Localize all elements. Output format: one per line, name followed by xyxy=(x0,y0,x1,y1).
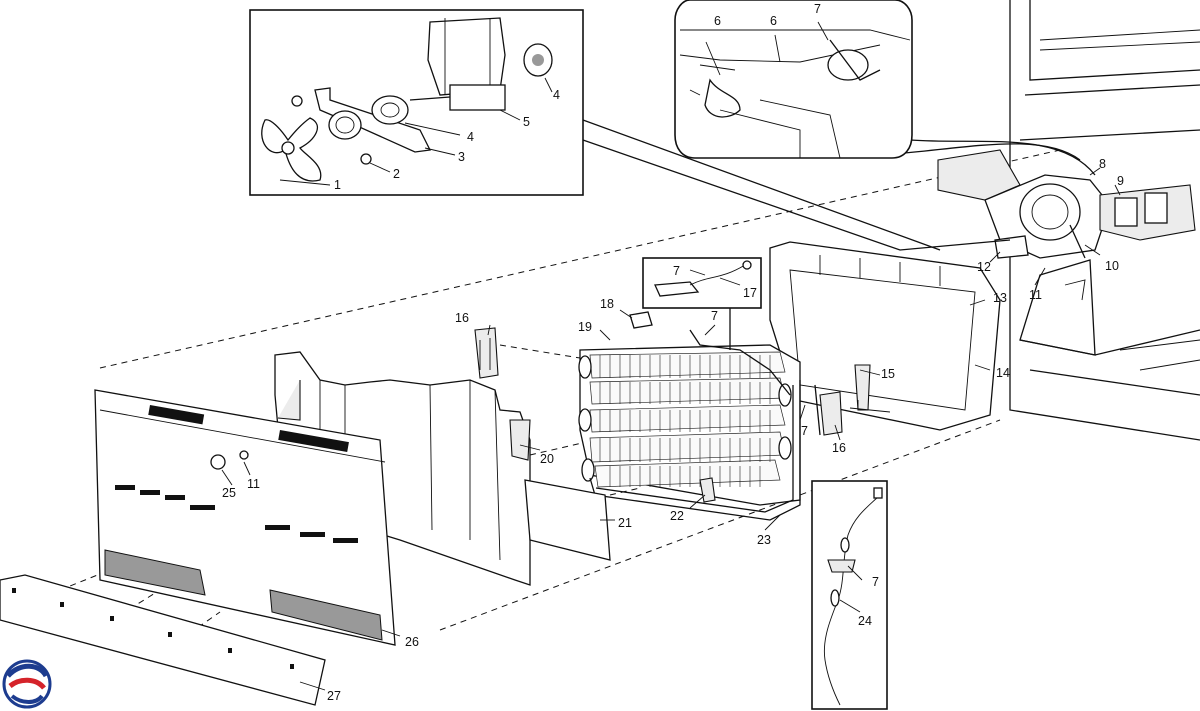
brand-logo xyxy=(2,659,52,709)
label-2: 2 xyxy=(393,167,400,181)
coil-fins xyxy=(589,351,786,488)
part-labels: 1 2 3 4 4 5 6 6 7 8 9 10 11 12 13 14 15 … xyxy=(222,2,1124,703)
label-11-right: 11 xyxy=(1029,288,1042,302)
label-12: 12 xyxy=(977,260,991,274)
label-15: 15 xyxy=(881,367,895,381)
fan-shroud-assembly xyxy=(937,149,1196,356)
label-18: 18 xyxy=(600,297,614,311)
label-11-left: 11 xyxy=(247,477,260,491)
label-27: 27 xyxy=(327,689,341,703)
label-10: 10 xyxy=(1105,259,1119,273)
sensor-inset xyxy=(642,257,762,309)
label-3: 3 xyxy=(458,150,465,164)
label-23: 23 xyxy=(757,533,771,547)
label-8: 8 xyxy=(1099,157,1106,171)
clips-and-brackets xyxy=(474,311,653,379)
defrost-sensor-inset xyxy=(811,480,888,710)
cabinet-liner xyxy=(1009,0,1200,441)
inset-leader-lines xyxy=(582,119,1096,251)
evaporator-cover xyxy=(769,241,1001,431)
label-24: 24 xyxy=(858,614,872,628)
label-leaders xyxy=(221,167,1121,691)
label-14: 14 xyxy=(996,366,1010,380)
kick-plate xyxy=(0,574,326,706)
label-26: 26 xyxy=(405,635,419,649)
vent-slots xyxy=(115,405,358,543)
label-7-inset-top: 7 xyxy=(814,2,821,16)
label-17: 17 xyxy=(743,286,757,300)
wiring-inset xyxy=(674,0,913,159)
fan-motor-inset xyxy=(249,9,584,196)
label-19: 19 xyxy=(578,320,592,334)
label-16-left: 16 xyxy=(455,311,469,325)
front-grille-panel xyxy=(94,389,396,646)
label-7-sensor-box: 7 xyxy=(673,264,680,278)
label-7-coil-right: 7 xyxy=(801,424,808,438)
label-13: 13 xyxy=(993,291,1007,305)
label-20: 20 xyxy=(540,452,554,466)
label-21: 21 xyxy=(618,516,632,530)
label-6-right: 6 xyxy=(770,14,777,28)
label-7-sensor-inset: 7 xyxy=(872,575,879,589)
label-4-upper: 4 xyxy=(553,88,560,102)
coil-fin-ticks xyxy=(599,355,771,487)
label-9: 9 xyxy=(1117,174,1124,188)
label-5: 5 xyxy=(523,115,530,129)
label-22: 22 xyxy=(670,509,684,523)
evaporator-coil xyxy=(578,300,843,521)
label-7-tube: 7 xyxy=(711,309,718,323)
label-1: 1 xyxy=(334,178,341,192)
label-25: 25 xyxy=(222,486,236,500)
label-16-right: 16 xyxy=(832,441,846,455)
label-4-lower: 4 xyxy=(467,130,474,144)
label-6-left: 6 xyxy=(714,14,721,28)
